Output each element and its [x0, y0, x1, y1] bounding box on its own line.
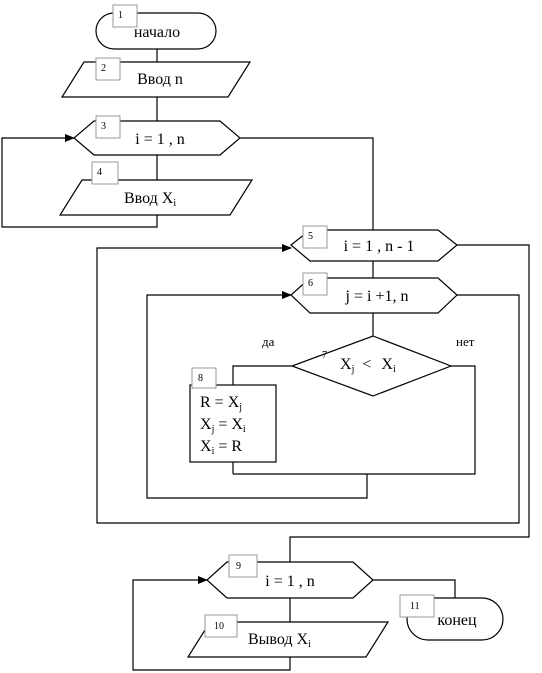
end-label: конец	[437, 612, 477, 629]
decision-block: Xj<Xi	[290, 335, 453, 397]
input-xi-label: Ввод Xi	[124, 190, 176, 209]
block-number: 2	[101, 63, 106, 74]
block-number: 1	[118, 10, 123, 21]
output-xi-label: Вывод Xi	[248, 631, 311, 650]
connectors	[1, 49, 530, 671]
swap-line-2: Xj = Xi	[200, 416, 246, 435]
swap-line-1: R = Xj	[200, 394, 242, 413]
output-xi-block: Вывод Xi	[186, 621, 390, 658]
loop-output-label: i = 1 , n	[265, 573, 314, 590]
swap-line-3: Xi = R	[200, 438, 242, 457]
input-n-label: Ввод n	[137, 71, 183, 88]
branch-no-label: нет	[456, 334, 475, 349]
loop-outer-label: i = 1 , n - 1	[344, 238, 415, 255]
block-number: 5	[308, 231, 313, 242]
block-number: 3	[101, 121, 106, 132]
block-numbers: 1 2 3 4 5 6 7 8 9 10 11	[91, 4, 435, 638]
loop-inner-label: j = i +1, n	[345, 288, 409, 305]
block-number: 6	[308, 278, 313, 289]
block-number: 7	[322, 350, 327, 361]
loop-i-label: i = 1 , n	[135, 131, 184, 148]
loop-inner-block: j = i +1, n	[290, 277, 458, 314]
swap-block: R = Xj Xj = Xi Xi = R	[189, 384, 277, 463]
input-n-block: Ввод n	[60, 61, 252, 98]
block-number: 11	[410, 601, 420, 612]
branch-yes-label: да	[262, 334, 275, 349]
block-number: 8	[198, 373, 203, 384]
input-xi-block: Ввод Xi	[58, 179, 254, 216]
decision-label: Xj<Xi	[340, 356, 396, 375]
start-label: начало	[134, 24, 180, 41]
block-number: 4	[97, 167, 102, 178]
block-number: 10	[214, 621, 224, 632]
block-number: 9	[236, 561, 241, 572]
loop-outer-block: i = 1 , n - 1	[290, 229, 458, 262]
